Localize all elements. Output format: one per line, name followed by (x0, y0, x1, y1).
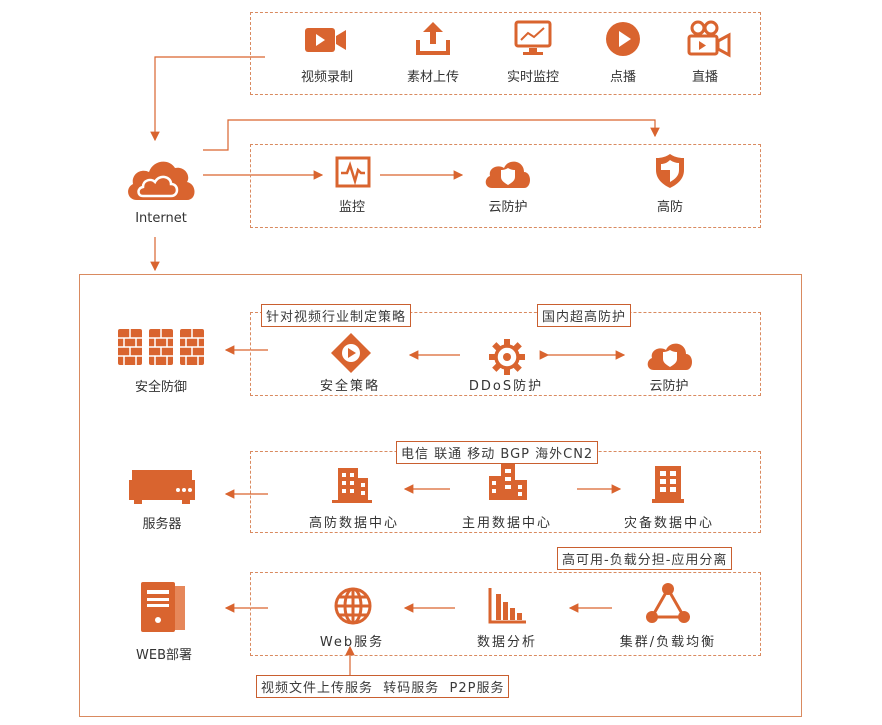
group3-tag-ha: 高可用-负载分担-应用分离 (557, 547, 733, 570)
pulse-monitor-icon (335, 156, 371, 194)
monitor-icon (514, 20, 552, 60)
buildings-icon (487, 462, 529, 506)
group3-item-label: Web服务 (319, 635, 385, 650)
bar-chart-icon (488, 586, 528, 628)
cloud-icon (125, 150, 201, 210)
group3-bottom-tag: 视频文件上传服务 转码服务 P2P服务 (256, 675, 510, 698)
top-item-label: 实时监控 (506, 70, 560, 85)
globe-icon (333, 586, 373, 630)
top-services-box (250, 12, 761, 95)
group3-box (250, 572, 761, 656)
firewall-icon (116, 325, 206, 371)
office-icon (651, 464, 685, 508)
datacenter-outer-box (79, 274, 802, 717)
play-icon (605, 21, 641, 61)
top-item-label: 素材上传 (406, 70, 460, 85)
security-box (250, 144, 761, 228)
security-item-label: 监控 (338, 200, 366, 215)
network-triangle-icon (646, 582, 690, 628)
group3-side-label: WEB部署 (136, 648, 192, 663)
internet-label: Internet (135, 211, 187, 226)
top-item-label: 视频录制 (300, 70, 354, 85)
group3-item-label: 集群/负载均衡 (619, 635, 717, 650)
group1-side-label: 安全防御 (134, 380, 188, 395)
top-item-label: 点播 (609, 70, 637, 85)
group2-side-label: 服务器 (142, 517, 182, 532)
cloud-shield-icon (646, 338, 694, 376)
security-item-label: 高防 (656, 200, 684, 215)
building-icon (330, 464, 374, 508)
shield-icon (654, 152, 686, 194)
server-icon (128, 468, 196, 510)
upload-icon (415, 20, 451, 60)
group1-box (250, 312, 761, 396)
video-camera-icon (305, 26, 347, 58)
group1-tag-protection: 国内超高防护 (537, 304, 632, 327)
group2-item-label: 主用数据中心 (461, 516, 553, 531)
computer-tower-icon (137, 580, 189, 638)
group1-item-label: 安全策略 (319, 379, 381, 394)
group1-item-label: DDoS防护 (468, 379, 544, 394)
group1-item-label: 云防护 (649, 379, 689, 394)
gear-icon (488, 338, 526, 380)
group3-item-label: 数据分析 (476, 635, 538, 650)
group2-tag-carriers: 电信 联通 移动 BGP 海外CN2 (396, 441, 599, 464)
diamond-play-icon (330, 332, 372, 378)
group2-item-label: 高防数据中心 (308, 516, 400, 531)
cloud-shield-icon (484, 156, 532, 194)
movie-camera-icon (687, 20, 731, 62)
top-item-label: 直播 (691, 70, 719, 85)
security-item-label: 云防护 (488, 200, 528, 215)
group1-tag-strategy: 针对视频行业制定策略 (261, 304, 412, 327)
group2-item-label: 灾备数据中心 (623, 516, 715, 531)
